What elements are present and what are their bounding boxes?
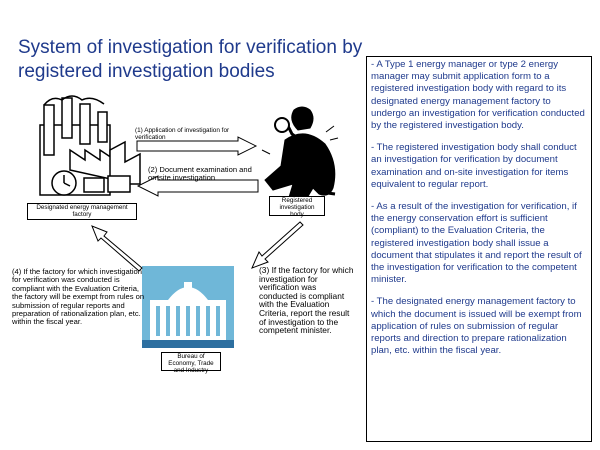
arrow-exemption bbox=[91, 225, 143, 272]
notes-panel: - A Type 1 energy manager or type 2 ener… bbox=[366, 56, 592, 442]
investigator-icon bbox=[261, 106, 339, 209]
note-item: - The designated energy management facto… bbox=[371, 296, 582, 357]
arrow-report bbox=[251, 221, 304, 269]
note-item: - A Type 1 energy manager or type 2 ener… bbox=[371, 59, 585, 132]
step1-label: (1) Application of investigation for ver… bbox=[135, 127, 230, 142]
factory-icon bbox=[39, 95, 141, 196]
ministry-building-icon bbox=[142, 266, 234, 348]
page-title: System of investigation for verification… bbox=[18, 37, 363, 82]
step2-label: (2) Document examination and on-site inv… bbox=[148, 165, 252, 183]
ministry-label: Bureau of Economy, Trade and Industry bbox=[161, 352, 221, 373]
note-item: - As a result of the investigation for v… bbox=[371, 201, 582, 286]
note-item: - The registered investigation body shal… bbox=[371, 142, 577, 190]
arrow-application bbox=[136, 136, 258, 156]
step4-label: (4) If the factory for which investigati… bbox=[12, 267, 145, 327]
factory-label: Designated energy management factory bbox=[27, 203, 137, 220]
arrow-investigation bbox=[136, 175, 259, 197]
investigation-body-label: Registered investigation body bbox=[269, 196, 325, 217]
step3-label: (3) If the factory for which investigati… bbox=[259, 265, 354, 336]
